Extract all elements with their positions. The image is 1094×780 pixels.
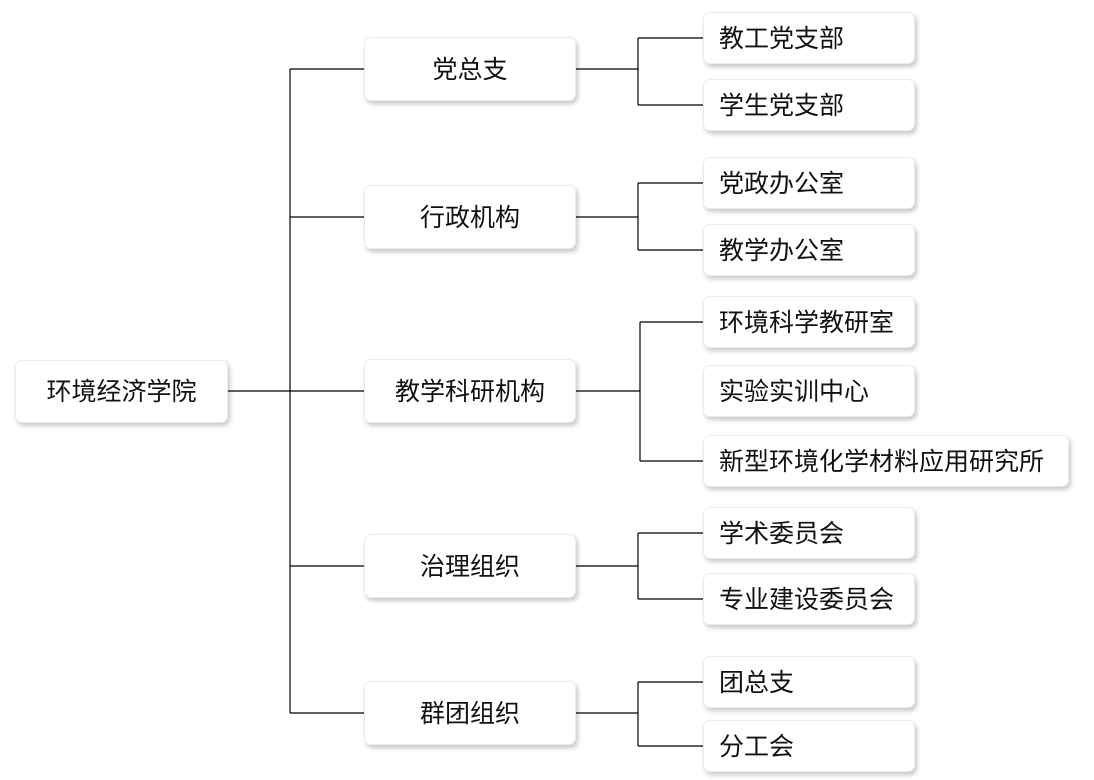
leaf-label: 专业建设委员会 [719, 584, 895, 614]
leaf-node: 党政办公室 [703, 157, 915, 209]
leaf-label: 分工会 [719, 731, 795, 761]
leaf-node: 专业建设委员会 [703, 573, 915, 625]
group-label: 教学科研机构 [394, 376, 545, 406]
leaf-label: 党政办公室 [719, 168, 845, 198]
group-label: 治理组织 [419, 551, 520, 581]
leaf-node: 实验实训中心 [703, 365, 915, 417]
leaf-label: 教学办公室 [719, 235, 845, 265]
leaf-node: 教工党支部 [703, 12, 915, 64]
group-node-party-branch: 党总支 [364, 37, 576, 101]
leaf-label: 学术委员会 [719, 518, 845, 548]
leaf-node: 学术委员会 [703, 507, 915, 559]
leaf-label: 实验实训中心 [719, 376, 870, 406]
leaf-node: 新型环境化学材料应用研究所 [703, 435, 1069, 487]
group-node-teaching-research: 教学科研机构 [364, 359, 576, 423]
root-label: 环境经济学院 [46, 377, 197, 406]
leaf-node: 环境科学教研室 [703, 296, 915, 348]
group-node-administration: 行政机构 [364, 185, 576, 249]
leaf-label: 学生党支部 [719, 90, 845, 120]
leaf-node: 分工会 [703, 720, 915, 772]
root-node: 环境经济学院 [15, 360, 228, 423]
leaf-label: 新型环境化学材料应用研究所 [719, 446, 1045, 476]
leaf-node: 学生党支部 [703, 79, 915, 131]
leaf-node: 团总支 [703, 656, 915, 708]
leaf-node: 教学办公室 [703, 224, 915, 276]
leaf-label: 环境科学教研室 [719, 307, 895, 337]
group-label: 行政机构 [419, 202, 520, 232]
group-node-mass-organizations: 群团组织 [364, 681, 576, 745]
leaf-label: 教工党支部 [719, 23, 845, 53]
group-label: 群团组织 [419, 698, 520, 728]
group-node-governance: 治理组织 [364, 534, 576, 598]
leaf-label: 团总支 [719, 667, 795, 697]
group-label: 党总支 [432, 54, 508, 84]
